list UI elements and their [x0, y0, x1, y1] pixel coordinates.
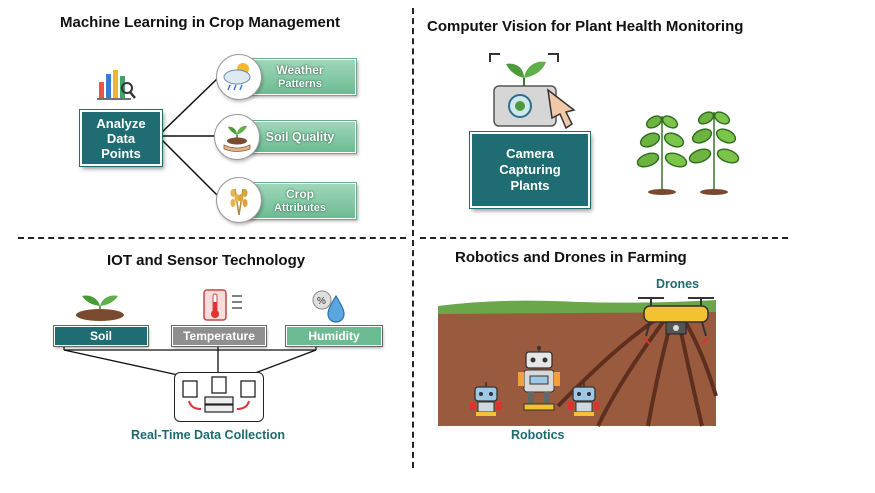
soil-sensor-label: Soil [54, 326, 148, 346]
soil-sprout-icon [76, 295, 124, 321]
robotics-label: Robotics [511, 428, 565, 442]
data-server-icon [182, 376, 256, 413]
analyze-line-3: Points [101, 145, 141, 161]
robot-small-right-icon [568, 382, 600, 416]
soil-hand-icon [223, 125, 251, 152]
svg-text:%: % [317, 296, 326, 307]
robot-small-left-icon [470, 382, 502, 416]
crop-attributes-circle [216, 177, 262, 223]
camera-line-2: Capturing [499, 162, 561, 177]
thermometer-icon [203, 289, 242, 321]
humidity-icon: % [312, 290, 345, 323]
soil-quality-circle [214, 114, 260, 160]
iot-title: IOT and Sensor Technology [107, 252, 306, 269]
camera-capturing-plants-box: Camera Capturing Plants [470, 132, 590, 208]
weather-circle [216, 54, 262, 100]
bar-chart-icon [97, 70, 136, 100]
robot-tall-center-icon [518, 346, 560, 411]
wheat-icon [230, 188, 248, 216]
crop-attributes-button: Crop Attributes [244, 183, 356, 219]
horizontal-divider-left [18, 237, 406, 239]
plants-icon [636, 111, 740, 195]
crop-line-2: Attributes [274, 202, 326, 214]
drone-icon [638, 297, 714, 345]
weather-patterns-button: Weather Patterns [244, 59, 356, 95]
analyze-line-2: Data [106, 130, 136, 146]
weather-line-1: Weather [276, 63, 324, 77]
humidity-sensor-label: Humidity [286, 326, 382, 346]
camera-line-1: Camera [506, 146, 554, 161]
robotics-title: Robotics and Drones in Farming [455, 249, 687, 266]
cv-title: Computer Vision for Plant Health Monitor… [427, 18, 744, 35]
drones-label: Drones [656, 277, 700, 291]
analyze-line-1: Analyze [96, 115, 146, 131]
vertical-divider [412, 8, 414, 468]
soil-quality-button: Soil Quality [244, 121, 356, 153]
data-collection-hub [174, 372, 264, 422]
horizontal-divider-right [420, 237, 788, 239]
real-time-data-caption: Real-Time Data Collection [131, 428, 285, 442]
camera-line-3: Plants [510, 178, 550, 193]
soil-quality-label: Soil Quality [265, 130, 335, 144]
crop-line-1: Crop [286, 187, 314, 201]
ml-title: Machine Learning in Crop Management [60, 14, 341, 31]
weather-line-2: Patterns [277, 78, 323, 90]
camera-plant-scan-icon [489, 53, 576, 130]
cloud-rain-icon [223, 63, 251, 91]
temperature-sensor-label: Temperature [172, 326, 266, 346]
analyze-data-points-box: Analyze Data Points [80, 110, 162, 166]
